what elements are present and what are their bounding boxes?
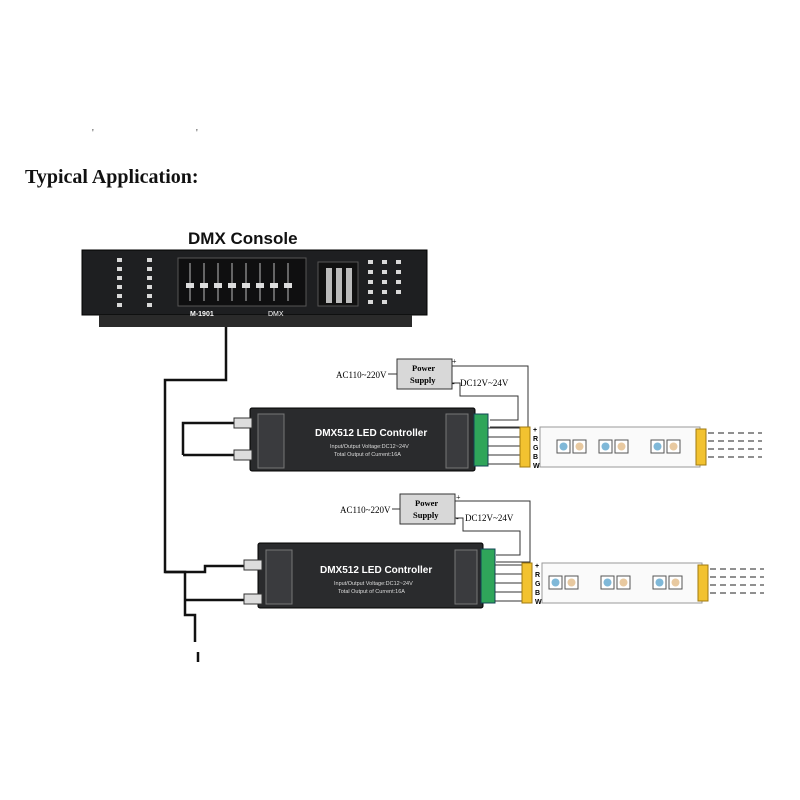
controller-1: DMX512 LED Controller Input/Output Volta… — [233, 407, 489, 472]
output-terminal-block — [480, 548, 496, 604]
dmx-input-jack — [243, 559, 263, 571]
pin-label: + — [535, 563, 539, 570]
pin-label: R — [535, 572, 540, 579]
power-supply-label-2: Supply — [413, 510, 439, 520]
faders — [186, 263, 292, 301]
dmx-output-jack — [233, 449, 253, 461]
ac-input-label: AC110~220V — [340, 505, 391, 515]
controller-spec-current: Total Output of Current:16A — [338, 589, 405, 595]
power-supply-1: Power Supply AC110~220V DC12V~24V + - — [336, 357, 529, 428]
pin-label: G — [533, 445, 539, 452]
plus-sign: + — [456, 493, 461, 502]
output-terminal-block — [473, 413, 489, 467]
fader-panel — [177, 257, 307, 307]
controller-title: DMX512 LED Controller — [320, 565, 432, 576]
section-heading: Typical Application: — [25, 166, 199, 188]
dmx-console: M-1901 DMX — [81, 249, 428, 327]
ac-input-label: AC110~220V — [336, 370, 387, 380]
stray-mark: ' — [196, 128, 198, 139]
console-title: DMX Console — [188, 229, 298, 248]
pin-label: W — [535, 599, 542, 606]
console-mode: DMX — [268, 311, 284, 318]
led-strip-1: + R G B W — [519, 426, 762, 470]
power-supply-box — [396, 358, 453, 390]
dmx-input-jack — [233, 417, 253, 429]
pin-label: B — [535, 590, 540, 597]
power-supply-label-1: Power — [412, 363, 435, 373]
strip-wires-1 — [488, 427, 520, 465]
console-base — [99, 315, 412, 327]
controller-spec-voltage: Input/Output Voltage:DC12~24V — [330, 444, 409, 450]
console-right-buttons — [368, 260, 401, 304]
dmx-output-jack — [243, 593, 263, 605]
power-supply-label-1: Power — [415, 498, 438, 508]
console-left-buttons — [117, 258, 152, 307]
console-brand: M-1901 — [190, 311, 214, 318]
power-supply-label-2: Supply — [410, 375, 436, 385]
stray-mark: ' — [92, 128, 94, 139]
pin-label: R — [533, 436, 538, 443]
dmx-signal-wires — [163, 327, 262, 662]
plus-sign: + — [452, 357, 457, 366]
controller-2: DMX512 LED Controller Input/Output Volta… — [243, 542, 496, 609]
power-supply-box — [399, 493, 456, 525]
power-supply-2: Power Supply AC110~220V DC12V~24V + - — [340, 493, 531, 563]
pin-label: G — [535, 581, 541, 588]
strip-wires-2 — [495, 564, 522, 602]
pin-label: + — [533, 427, 537, 434]
dc-output-label: DC12V~24V — [465, 513, 514, 523]
controller-spec-current: Total Output of Current:16A — [334, 452, 401, 458]
led-strip-2: + R G B W — [521, 562, 764, 606]
dc-output-label: DC12V~24V — [460, 378, 509, 388]
pin-label: W — [533, 463, 540, 470]
controller-spec-voltage: Input/Output Voltage:DC12~24V — [334, 581, 413, 587]
strip-connector — [519, 426, 531, 468]
pin-label: B — [533, 454, 538, 461]
controller-title: DMX512 LED Controller — [315, 428, 427, 439]
strip-connector — [521, 562, 533, 604]
